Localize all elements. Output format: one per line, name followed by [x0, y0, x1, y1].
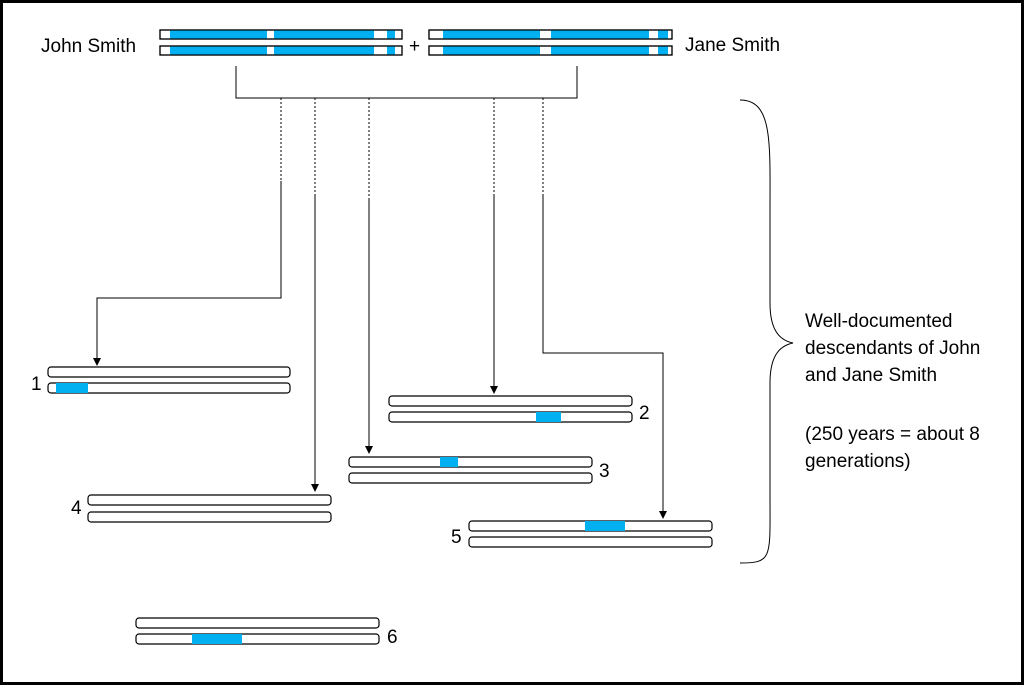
note-line-1: Well-documented: [805, 311, 953, 332]
descent-arrows: [93, 181, 667, 519]
descendant-2: 2: [388, 395, 650, 424]
father-chromosome-bottom: [159, 45, 403, 56]
arrow-to-descendant-1: [93, 181, 282, 366]
note-line-4: (250 years = about 8: [805, 424, 980, 445]
descendant-5: 5: [451, 520, 713, 548]
note-line-5: generations): [805, 451, 911, 472]
inherited-segment: [440, 457, 458, 467]
descendant-label-4: 4: [71, 498, 82, 519]
plus-sign: +: [409, 36, 420, 57]
descendant-label-6: 6: [387, 627, 398, 648]
inherited-segment: [56, 383, 88, 393]
parent-connector: [235, 66, 578, 99]
descendant-label-3: 3: [599, 461, 610, 482]
father-chromosome-top: [159, 29, 403, 40]
descendant-label-2: 2: [639, 403, 650, 424]
mother-chromosome-pair: [428, 29, 673, 56]
father-name: John Smith: [41, 36, 136, 57]
inherited-segment: [192, 634, 242, 644]
descendant-label-1: 1: [31, 374, 42, 395]
dashed-descent-lines: [280, 98, 544, 198]
brace-note: Well-documented descendants of John and …: [805, 311, 980, 472]
arrow-to-descendant-5: [542, 195, 667, 519]
mother-chromosome-bottom: [428, 45, 673, 56]
descendant-4: 4: [71, 494, 332, 523]
descendant-label-5: 5: [451, 527, 462, 548]
inherited-segment: [585, 521, 625, 531]
descendant-6: 6: [135, 617, 398, 648]
father-chromosome-pair: [159, 29, 403, 56]
inherited-segment: [536, 412, 561, 422]
note-line-3: and Jane Smith: [805, 365, 937, 386]
curly-brace: [739, 99, 794, 564]
descendant-3: 3: [348, 456, 610, 484]
descendant-1: 1: [31, 366, 291, 395]
mother-chromosome-top: [428, 29, 673, 40]
note-line-2: descendants of John: [805, 338, 980, 359]
mother-name: Jane Smith: [685, 35, 780, 56]
inheritance-diagram: John Smith + Jane Smith: [31, 29, 980, 648]
